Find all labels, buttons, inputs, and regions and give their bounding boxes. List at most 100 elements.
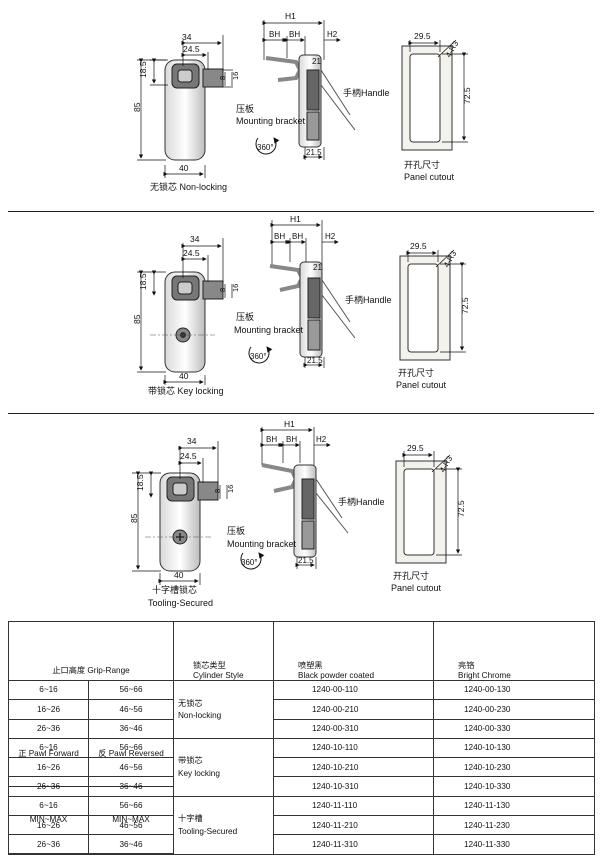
dim-34: 34: [187, 436, 197, 446]
chrome-part-number: 1240-00-330: [433, 718, 595, 739]
dim-bh-2: BH: [289, 30, 300, 39]
black-part-number: 1240-10-210: [273, 757, 434, 778]
dim-40: 40: [174, 570, 184, 580]
cutout-cn: 开孔尺寸: [404, 159, 440, 170]
cutout-cn: 开孔尺寸: [393, 570, 429, 581]
grip-reversed-cell: 46~56: [88, 757, 174, 778]
section-divider: [8, 211, 594, 212]
cutout-cn: 开孔尺寸: [398, 367, 434, 378]
bracket-en: Mounting bracket: [236, 116, 306, 126]
grip-forward-cell: 16~26: [8, 757, 89, 778]
black-part-number: 1240-11-210: [273, 815, 434, 836]
dim-21-5: 21.5: [307, 356, 323, 365]
dim-21: 21: [313, 263, 322, 272]
technical-drawing: 34 24.5 18.5 85 40 8 16 带锁芯 Key locking: [132, 214, 470, 396]
dim-24-5: 24.5: [183, 44, 200, 54]
dim-16: 16: [231, 284, 240, 292]
black-en: Black powder coated: [298, 671, 375, 680]
cutout-en: Panel cutout: [391, 583, 442, 593]
grip-forward-cell: 6~16: [8, 795, 89, 817]
side-view: H1 BH BH H2 21.5 360° 压板 Mounting bracke…: [227, 419, 385, 570]
handle-label: 手柄Handle: [338, 496, 385, 507]
dim-h2: H2: [327, 30, 338, 39]
side-view: H1 BH BH H2 21 21.5 360° 压板 Mounting bra…: [234, 214, 392, 368]
chrome-part-number: 1240-11-130: [433, 795, 595, 817]
handle-label: 手柄Handle: [343, 87, 390, 98]
chrome-part-number: 1240-10-130: [433, 737, 595, 759]
cutout-radius: 4-R3: [438, 454, 455, 474]
cutout-height: 72.5: [460, 297, 470, 314]
dim-21: 21: [312, 57, 321, 66]
grip-reversed-cell: 36~46: [88, 834, 174, 855]
cutout-en: Panel cutout: [396, 380, 447, 390]
chrome-part-number: 1240-11-230: [433, 815, 595, 836]
drawing-section-non-locking: 34 24.5 18.5 85 40 8 16 无锁芯 Non-locking: [0, 0, 600, 210]
dim-18-5: 18.5: [135, 474, 145, 491]
dim-21-5: 21.5: [298, 556, 314, 565]
dim-8: 8: [218, 288, 227, 292]
rotation-360: 360°: [241, 558, 258, 567]
panel-cutout: 29.5 4-R3 72.5 开孔尺寸 Panel cutout: [391, 443, 466, 593]
dim-16: 16: [231, 72, 240, 80]
black-part-number: 1240-00-110: [273, 679, 434, 701]
chrome-part-number: 1240-00-130: [433, 679, 595, 701]
section-divider: [8, 413, 594, 414]
dim-24-5: 24.5: [183, 248, 200, 258]
black-cn: 喷塑黑: [298, 661, 323, 670]
dim-16: 16: [226, 485, 235, 493]
chrome-part-number: 1240-00-230: [433, 699, 595, 720]
grip-reversed-cell: 36~46: [88, 718, 174, 739]
rotation-360: 360°: [250, 352, 267, 361]
dim-bh: BH: [266, 435, 277, 444]
technical-drawing: 34 24.5 18.5 85 40 8 16 无锁芯 Non-locking: [132, 11, 472, 192]
black-part-number: 1240-10-110: [273, 737, 434, 759]
cutout-width: 29.5: [410, 241, 427, 251]
body-caption: 带锁芯 Key locking: [148, 385, 224, 396]
grip-forward-cell: 6~16: [8, 679, 89, 701]
dim-85: 85: [132, 102, 142, 112]
drawing-section-tooling-secured: 34 24.5 18.5 85 40 8 16 十字槽锁芯 Tooling-Se…: [0, 413, 600, 618]
grip-forward-cell: 16~26: [8, 699, 89, 720]
rotation-360: 360°: [257, 143, 274, 152]
cutout-en: Panel cutout: [404, 172, 455, 182]
body-caption: 十字槽锁芯: [152, 584, 197, 595]
cylinder-style-cn: 锁芯类型: [193, 661, 226, 670]
dim-40: 40: [179, 371, 189, 381]
black-part-number: 1240-11-110: [273, 795, 434, 817]
bracket-cn: 压板: [236, 103, 254, 114]
cylinder-cn: 带锁芯: [178, 756, 203, 766]
cutout-height: 72.5: [462, 87, 472, 104]
grip-forward-cell: 26~36: [8, 718, 89, 739]
grip-forward-cell: 26~36: [8, 834, 89, 855]
drawing-section-key-locking: 34 24.5 18.5 85 40 8 16 带锁芯 Key locking: [0, 210, 600, 415]
bracket-cn: 压板: [227, 525, 245, 536]
dim-8: 8: [218, 76, 227, 80]
chrome-en: Bright Chrome: [458, 671, 511, 680]
black-part-number: 1240-10-310: [273, 776, 434, 797]
dim-h2: H2: [325, 232, 336, 241]
dim-bh: BH: [269, 30, 280, 39]
dim-34: 34: [182, 32, 192, 42]
dim-85: 85: [132, 314, 142, 324]
front-view: 34 24.5 18.5 85 40 8 16 十字槽锁芯 Tooling-Se…: [129, 436, 235, 608]
grip-forward-cell: 16~26: [8, 815, 89, 836]
cutout-width: 29.5: [414, 31, 431, 41]
dim-h1: H1: [284, 419, 295, 429]
dim-bh-2: BH: [286, 435, 297, 444]
black-header: 喷塑黑 Black powder coated: [298, 661, 374, 681]
front-view: 34 24.5 18.5 85 40 8 16 带锁芯 Key locking: [132, 234, 240, 396]
cutout-width: 29.5: [407, 443, 424, 453]
black-part-number: 1240-11-310: [273, 834, 434, 855]
dim-34: 34: [190, 234, 200, 244]
cylinder-cn: 十字槽: [178, 814, 203, 824]
cutout-height: 72.5: [456, 500, 466, 517]
